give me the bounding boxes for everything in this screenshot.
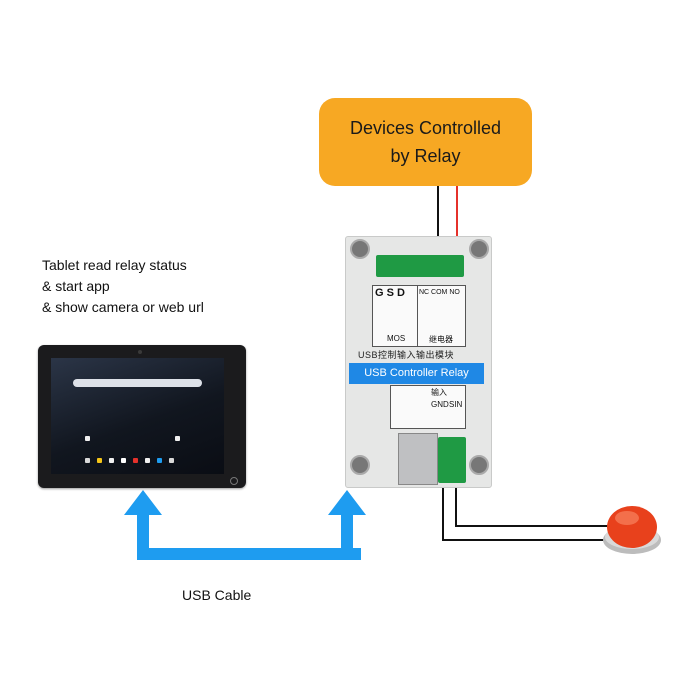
tablet-app-icon	[97, 458, 102, 463]
top-terminal-block	[376, 255, 464, 277]
devices-box-line1: Devices Controlled	[349, 118, 502, 138]
usb-cable-arrow	[124, 490, 366, 560]
tablet-camera-icon	[138, 350, 142, 354]
relay-label-panel: G S D NC COM NO MOS 继电器	[372, 285, 466, 347]
tablet-app-icon	[85, 458, 90, 463]
tablet-search-bar	[73, 379, 202, 387]
tablet-app-icon	[145, 458, 150, 463]
tablet-device	[38, 345, 246, 488]
tablet-app-icon	[109, 458, 114, 463]
tablet-app-icon	[133, 458, 138, 463]
tablet-desc-line3: & show camera or web url	[42, 299, 204, 315]
tablet-app-icon	[121, 458, 126, 463]
bottom-terminal-block	[438, 437, 466, 483]
usb-cable-label: USB Cable	[182, 587, 252, 603]
tablet-desc-line2: & start app	[42, 278, 110, 294]
mount-hole	[350, 455, 370, 475]
terminal-labels-right: NC COM NO	[419, 289, 460, 296]
relay-lower-panel: 输入 GND SIN	[390, 385, 466, 429]
relay-chinese-title: USB控制输入输出模块	[358, 350, 455, 360]
wire-black-bottom	[442, 468, 608, 541]
divider	[417, 286, 418, 346]
mount-hole	[350, 239, 370, 259]
relay-sub-right: 继电器	[429, 335, 453, 344]
side-label-input: 输入	[431, 388, 447, 397]
tablet-description: Tablet read relay status & start app & s…	[42, 255, 204, 318]
push-button-icon	[603, 506, 661, 554]
tablet-power-icon	[230, 477, 238, 485]
side-label-gnd: GND	[431, 400, 449, 409]
usb-port	[398, 433, 438, 485]
tablet-app-icon	[169, 458, 174, 463]
devices-box-line2: by Relay	[390, 146, 461, 166]
side-label-sin: SIN	[449, 400, 463, 409]
mount-hole	[469, 239, 489, 259]
tablet-app-icon	[175, 436, 180, 441]
devices-controlled-box: Devices Controlled by Relay	[319, 98, 532, 186]
terminal-labels-left: G S D	[375, 287, 405, 299]
relay-module: G S D NC COM NO MOS 继电器 输入 GND SIN	[345, 236, 492, 488]
tablet-app-icon	[85, 436, 90, 441]
tablet-screen	[51, 358, 224, 474]
mount-hole	[469, 455, 489, 475]
usb-controller-relay-label: USB Controller Relay	[349, 363, 484, 384]
tablet-desc-line1: Tablet read relay status	[42, 257, 187, 273]
tablet-app-icon	[157, 458, 162, 463]
relay-sub-left: MOS	[387, 334, 406, 343]
